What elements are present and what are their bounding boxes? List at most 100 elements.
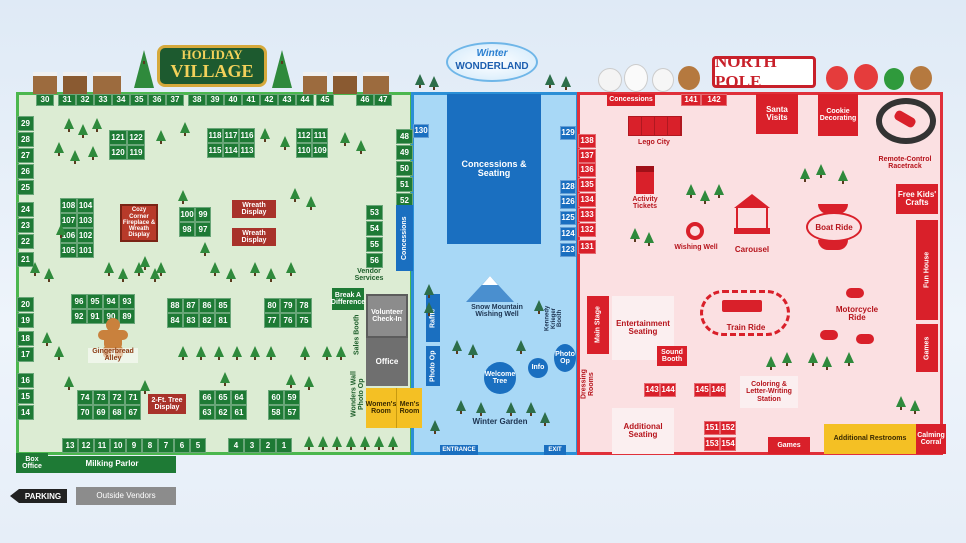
booth[interactable]: 3 (244, 438, 260, 453)
booth[interactable]: 46 (356, 94, 374, 106)
booth[interactable]: 22 (17, 234, 34, 249)
booth[interactable]: 10 (110, 438, 126, 453)
booth[interactable]: 63 (199, 405, 215, 420)
booth[interactable]: 59 (284, 390, 300, 405)
booth[interactable]: 131 (578, 240, 596, 254)
booth[interactable]: 64 (231, 390, 247, 405)
booth[interactable]: 9 (126, 438, 142, 453)
booth[interactable]: 68 (109, 405, 125, 420)
booth[interactable]: 35 (130, 94, 148, 106)
booth[interactable]: 18 (17, 331, 34, 346)
booth[interactable]: 74 (77, 390, 93, 405)
booth[interactable]: 28 (17, 132, 34, 147)
booth[interactable]: 136 (578, 163, 596, 177)
booth[interactable]: 40 (224, 94, 242, 106)
booth[interactable]: 67 (125, 405, 141, 420)
booth[interactable]: 129 (560, 126, 576, 140)
booth[interactable]: 24 (17, 202, 34, 217)
booth[interactable]: 25 (17, 180, 34, 195)
booth[interactable]: 13 (62, 438, 78, 453)
booth[interactable]: 119 (127, 145, 145, 160)
booth[interactable]: 58 (268, 405, 284, 420)
booth[interactable]: 12 (78, 438, 94, 453)
booth[interactable]: 20 (17, 297, 34, 312)
booth[interactable]: 42 (260, 94, 278, 106)
booth[interactable]: 123 (560, 243, 576, 257)
booth[interactable]: 134 (578, 193, 596, 207)
booth[interactable]: 145 (694, 383, 710, 397)
booth[interactable]: 39 (206, 94, 224, 106)
booth[interactable]: 135 (578, 178, 596, 192)
booth[interactable]: 111 (312, 128, 328, 143)
booth[interactable]: 5 (190, 438, 206, 453)
booth[interactable]: 105 (60, 243, 77, 258)
booth[interactable]: 17 (17, 347, 34, 362)
booth[interactable]: 71 (125, 390, 141, 405)
booth[interactable]: 82 (199, 313, 215, 328)
booth[interactable]: 121 (109, 130, 127, 145)
booth[interactable]: 89 (119, 309, 135, 324)
booth[interactable]: 14 (17, 405, 34, 420)
booth[interactable]: 114 (223, 143, 239, 158)
booth[interactable]: 88 (167, 298, 183, 313)
booth[interactable]: 78 (296, 298, 312, 313)
booth[interactable]: 55 (366, 237, 383, 252)
booth[interactable]: 116 (239, 128, 255, 143)
booth[interactable]: 122 (127, 130, 145, 145)
booth[interactable]: 84 (167, 313, 183, 328)
booth[interactable]: 112 (296, 128, 312, 143)
booth[interactable]: 128 (560, 180, 576, 194)
booth[interactable]: 57 (284, 405, 300, 420)
booth[interactable]: 32 (76, 94, 94, 106)
booth[interactable]: 104 (77, 198, 94, 213)
booth[interactable]: 50 (396, 161, 413, 176)
booth[interactable]: 108 (60, 198, 77, 213)
booth[interactable]: 19 (17, 313, 34, 328)
booth[interactable]: 101 (77, 243, 94, 258)
booth[interactable]: 151 (704, 421, 720, 435)
booth[interactable]: 38 (188, 94, 206, 106)
booth[interactable]: 45 (316, 94, 334, 106)
booth[interactable]: 110 (296, 143, 312, 158)
booth[interactable]: 117 (223, 128, 239, 143)
booth[interactable]: 30 (36, 94, 54, 106)
booth[interactable]: 73 (93, 390, 109, 405)
booth[interactable]: 31 (58, 94, 76, 106)
entrance-marker[interactable]: ENTRANCE (440, 445, 478, 455)
exit-marker[interactable]: EXIT (544, 445, 566, 455)
booth[interactable]: 29 (17, 116, 34, 131)
booth[interactable]: 98 (179, 222, 195, 237)
booth[interactable]: 76 (280, 313, 296, 328)
booth[interactable]: 85 (215, 298, 231, 313)
booth[interactable]: 26 (17, 164, 34, 179)
booth[interactable]: 125 (560, 211, 576, 225)
booth[interactable]: 79 (280, 298, 296, 313)
booth[interactable]: 132 (578, 223, 596, 237)
parking-arrow[interactable]: PARKING (10, 489, 67, 503)
booth-142[interactable]: 142 (701, 94, 727, 106)
booth[interactable]: 6 (174, 438, 190, 453)
booth[interactable]: 72 (109, 390, 125, 405)
booth[interactable]: 95 (87, 294, 103, 309)
booth[interactable]: 34 (112, 94, 130, 106)
booth[interactable]: 152 (720, 421, 736, 435)
booth[interactable]: 113 (239, 143, 255, 158)
booth[interactable]: 80 (264, 298, 280, 313)
booth[interactable]: 23 (17, 218, 34, 233)
booth-141[interactable]: 141 (681, 94, 701, 106)
booth[interactable]: 43 (278, 94, 296, 106)
booth[interactable]: 11 (94, 438, 110, 453)
info-booth[interactable]: Info (528, 358, 548, 378)
booth[interactable]: 61 (231, 405, 247, 420)
booth[interactable]: 100 (179, 207, 195, 222)
booth[interactable]: 2 (260, 438, 276, 453)
booth[interactable]: 126 (560, 195, 576, 209)
booth[interactable]: 53 (366, 205, 383, 220)
booth[interactable]: 146 (710, 383, 726, 397)
booth[interactable]: 86 (199, 298, 215, 313)
booth[interactable]: 51 (396, 177, 413, 192)
booth[interactable]: 96 (71, 294, 87, 309)
booth[interactable]: 93 (119, 294, 135, 309)
booth[interactable]: 44 (296, 94, 314, 106)
booth[interactable]: 138 (578, 134, 596, 148)
